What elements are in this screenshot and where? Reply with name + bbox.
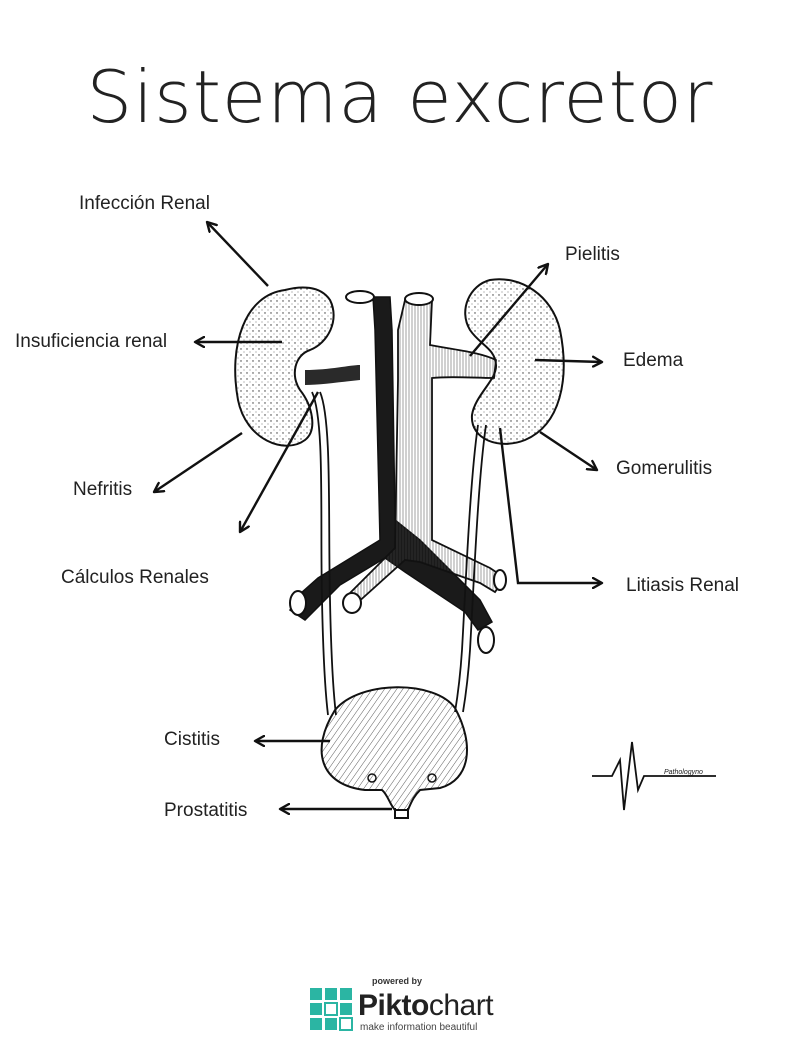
piktochart-logo: powered by Piktochart make information b… (310, 976, 500, 1036)
label-edema: Edema (623, 350, 684, 371)
label-infeccion-renal: Infección Renal (79, 193, 210, 214)
arrow-edema (534, 360, 602, 362)
signature-mark (592, 741, 716, 811)
arrow-pielitis (469, 264, 548, 357)
brand-bold: Pikto (358, 989, 429, 1022)
page-title: Sistema excretor (86, 55, 714, 139)
arrow-nefritis (154, 432, 243, 492)
arrow-infeccion-renal (207, 222, 269, 287)
signature-text: Pathologyno (664, 769, 703, 776)
piktochart-logo-icon (310, 988, 353, 1031)
aorta (342, 292, 507, 614)
ureters (311, 391, 487, 716)
label-insuficiencia-renal: Insuficiencia renal (15, 331, 168, 352)
label-litiasis-renal: Litiasis Renal (626, 575, 739, 596)
label-cistitis: Cistitis (164, 729, 220, 750)
brand-light: chart (428, 989, 494, 1022)
brand-tagline: make information beautiful (360, 1022, 478, 1033)
arrow-calculos-renales (240, 391, 320, 532)
label-gomerulitis: Gomerulitis (616, 458, 713, 479)
vena-cava (288, 290, 495, 654)
right-kidney (464, 278, 565, 445)
pointer-arrows (154, 222, 602, 809)
powered-by-text: powered by (372, 976, 423, 986)
label-calculos-renales: Cálculos Renales (61, 567, 209, 588)
label-prostatitis: Prostatitis (164, 800, 248, 821)
bladder (320, 686, 468, 819)
label-nefritis: Nefritis (73, 479, 133, 500)
brand-wordmark: Piktochart (358, 989, 494, 1023)
arrow-litiasis-renal (498, 427, 602, 583)
label-pielitis: Pielitis (565, 244, 620, 265)
arrow-gomerulitis (539, 431, 597, 470)
